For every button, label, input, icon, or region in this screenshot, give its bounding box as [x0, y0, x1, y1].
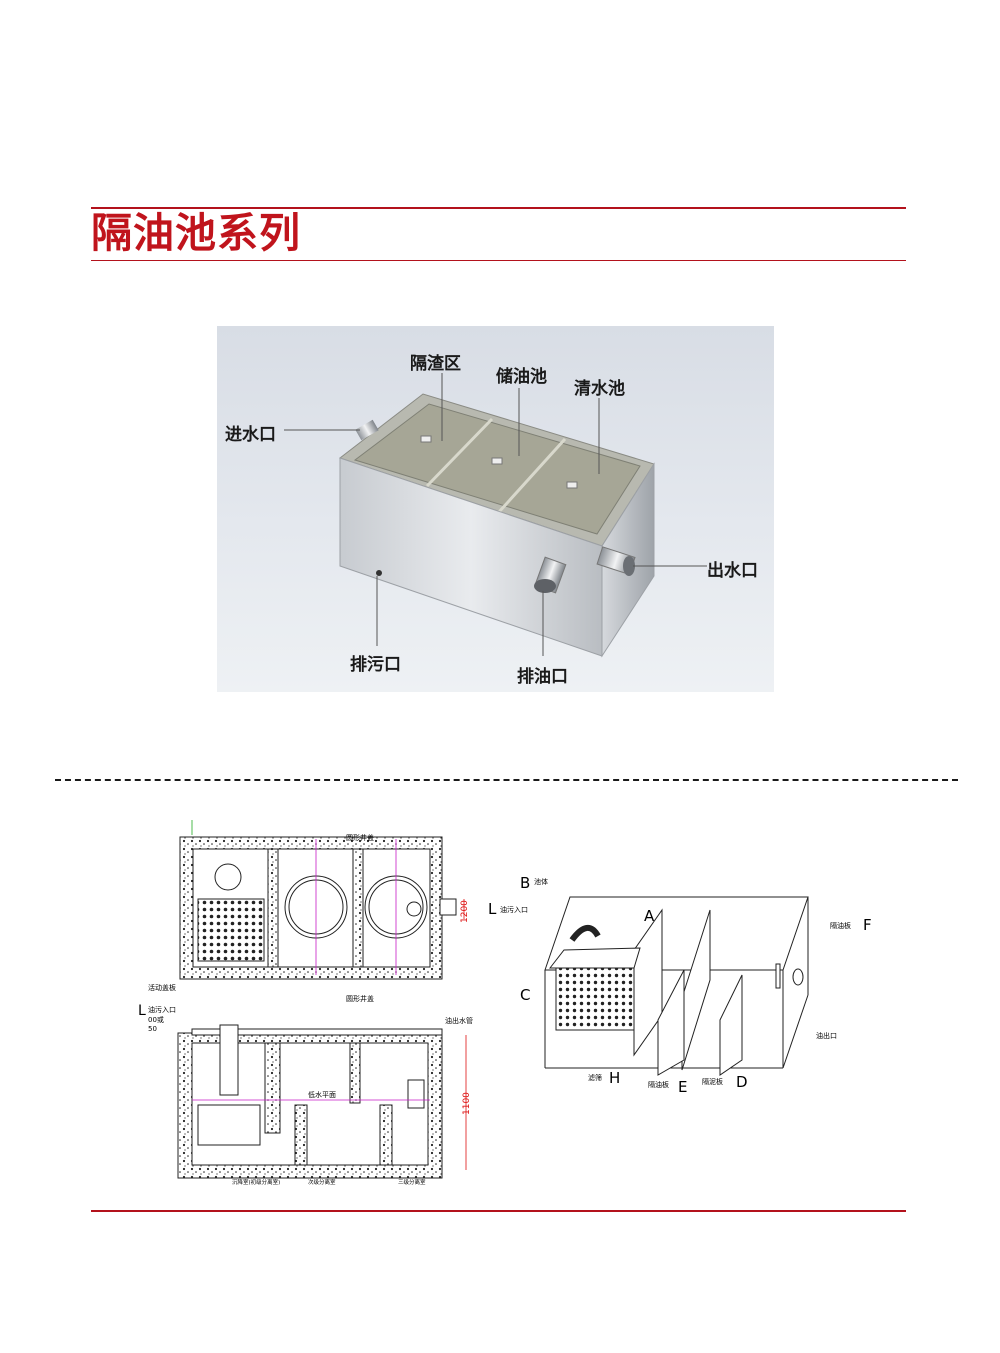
tank-illustration — [284, 373, 707, 658]
chamber-2-label: 次级分离室 — [308, 1178, 336, 1186]
label-inlet: 进水口 — [225, 425, 276, 445]
iso-letter-b: B — [520, 874, 530, 892]
label-outlet: 出水口 — [707, 561, 758, 581]
chamber-3-label: 三级分离室 — [398, 1178, 426, 1186]
page-title: 隔油池系列 — [91, 209, 301, 257]
iso-tank-body-label: 池体 — [534, 877, 548, 886]
section-dim-1100: 1100 — [462, 1092, 472, 1115]
iso-letter-a: A — [644, 907, 655, 925]
iso-oil-exit-label: 油出口 — [816, 1031, 837, 1040]
section-inlet-size-a: 00或 — [148, 1015, 164, 1024]
product-photo: 隔渣区 储油池 清水池 进水口 出水口 排污口 排油口 — [217, 326, 774, 692]
label-slag-zone: 隔渣区 — [410, 354, 461, 374]
plan-dim-1200: 1200 — [460, 900, 470, 923]
iso-letter-e: E — [678, 1078, 687, 1096]
iso-oil-plate-label: 隔油板 — [648, 1080, 669, 1089]
label-oil-outlet: 排油口 — [517, 667, 568, 687]
iso-letter-d: D — [736, 1073, 748, 1091]
label-sewage-outlet: 排污口 — [350, 655, 401, 675]
top-rule — [91, 207, 906, 209]
label-clear-water: 清水池 — [574, 379, 625, 399]
plan-section-drawing: 圆形井盖 1200 L 油污入口 00或 50 活动盖板 圆形井盖 油出水管 低… — [138, 820, 473, 1186]
section-inlet-label: 油污入口 — [148, 1005, 176, 1014]
section-inlet-size-b: 50 — [148, 1025, 157, 1033]
title-underline — [91, 260, 906, 261]
iso-letter-f: F — [863, 916, 872, 934]
dashed-separator — [55, 779, 958, 781]
section-low-water-label: 低水平面 — [308, 1090, 336, 1099]
iso-letter-h: H — [609, 1069, 620, 1087]
section-inlet-letter: L — [138, 1003, 146, 1019]
section-round-cover-label: 圆形井盖 — [346, 994, 374, 1003]
bottom-rule — [91, 1210, 906, 1212]
section-oil-pipe-label: 油出水管 — [445, 1016, 473, 1025]
iso-mud-plate-label: 隔泥板 — [702, 1077, 723, 1086]
section-movable-cover-label: 活动盖板 — [148, 983, 176, 992]
iso-filter-label: 滤筛 — [588, 1073, 602, 1082]
chamber-1-label: 沉降室(初级分离室) — [232, 1178, 280, 1186]
iso-letter-c: C — [520, 986, 530, 1004]
plan-round-cover-label: 圆形井盖 — [346, 833, 374, 842]
iso-letter-l: L — [488, 900, 497, 918]
iso-oil-inlet-label: 油污入口 — [500, 905, 528, 914]
label-oil-storage: 储油池 — [496, 367, 547, 387]
isometric-drawing: B 池体 L 油污入口 A 隔油板 F C 油出口 滤筛 H 隔油板 E 隔泥板… — [488, 874, 872, 1096]
iso-oil-plate-f-label: 隔油板 — [830, 921, 851, 930]
